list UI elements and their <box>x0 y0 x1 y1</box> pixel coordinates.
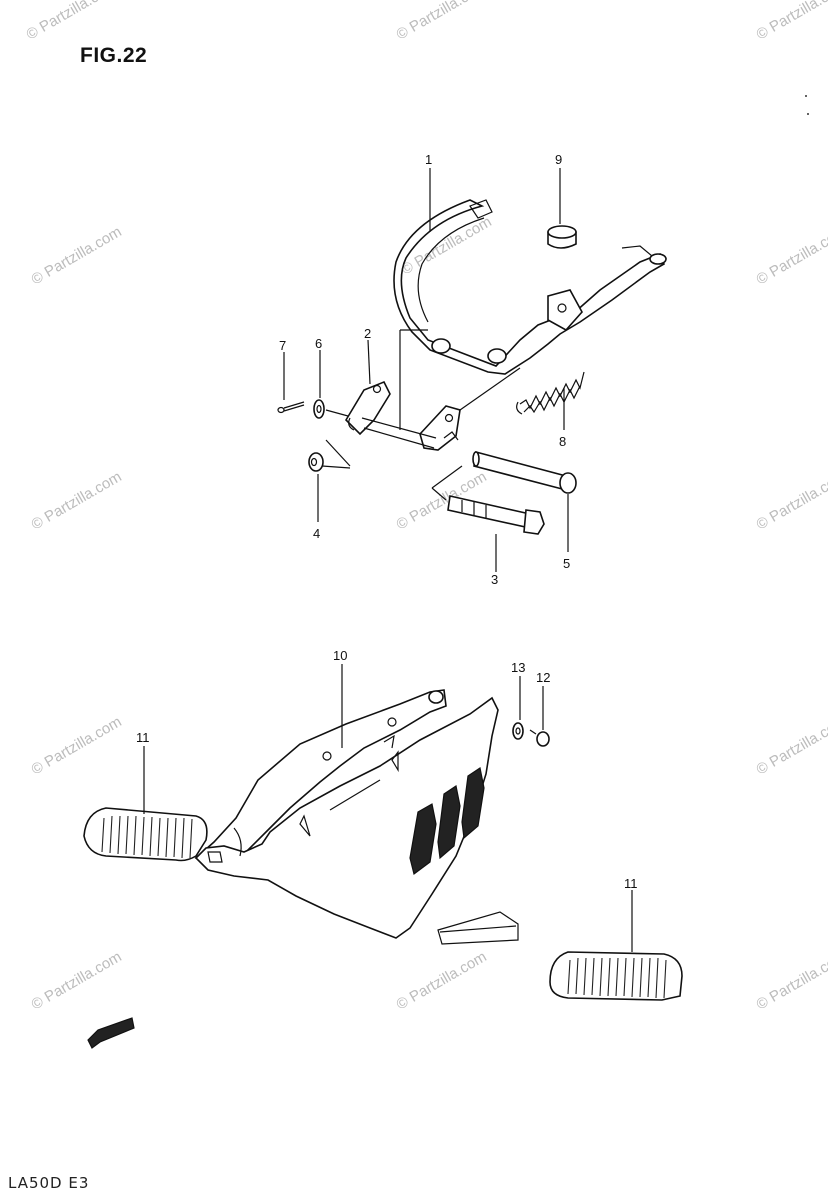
callout-7: 7 <box>279 338 286 353</box>
watermark: © Partzilla.com <box>394 948 490 1013</box>
callout-numbers: 1 9 2 6 7 8 4 5 3 10 13 12 11 11 <box>136 152 638 891</box>
part-shaft-pin <box>472 450 577 494</box>
part-center-stand <box>393 199 667 375</box>
watermark: © Partzilla.com <box>29 223 125 288</box>
watermark: © Partzilla.com <box>754 0 828 43</box>
part-rubber-stopper <box>547 225 577 249</box>
callout-8: 8 <box>559 434 566 449</box>
part-nut <box>308 452 324 472</box>
watermark: © Partzilla.com <box>24 0 120 43</box>
part-bolt <box>447 495 545 535</box>
callout-12: 12 <box>536 670 550 685</box>
part-spring <box>516 371 585 415</box>
callout-4: 4 <box>313 526 320 541</box>
watermark: © Partzilla.com <box>29 948 125 1013</box>
part-washer-6 <box>313 399 325 419</box>
callout-9: 9 <box>555 152 562 167</box>
callout-5: 5 <box>563 556 570 571</box>
watermark: © Partzilla.com <box>754 468 828 533</box>
callout-1: 1 <box>425 152 432 167</box>
callout-10: 10 <box>333 648 347 663</box>
part-footrest-bracket <box>194 689 519 945</box>
watermark: © Partzilla.com <box>29 468 125 533</box>
watermark: © Partzilla.com <box>754 223 828 288</box>
part-footrest-rubber-left <box>83 807 208 862</box>
watermark: © Partzilla.com <box>394 468 490 533</box>
callout-2: 2 <box>364 326 371 341</box>
part-stand-bracket <box>344 380 461 451</box>
part-screw <box>529 729 550 747</box>
watermark: © Partzilla.com <box>754 948 828 1013</box>
leader-lines <box>143 168 633 952</box>
watermark: © Partzilla.com <box>394 0 490 43</box>
scan-specks <box>805 95 809 115</box>
model-code: LA50D E3 <box>8 1174 90 1192</box>
callout-13: 13 <box>511 660 525 675</box>
callout-11: 11 <box>136 730 150 745</box>
part-cotter-pin <box>277 401 305 414</box>
part-footrest-rubber-right <box>549 951 683 1001</box>
watermark: © Partzilla.com <box>29 713 125 778</box>
callout-11: 11 <box>624 876 638 891</box>
watermark: © Partzilla.com <box>754 713 828 778</box>
part-washer-13 <box>512 722 524 740</box>
forward-arrow-icon <box>87 1017 135 1049</box>
figure-title: FIG.22 <box>80 44 148 67</box>
callout-3: 3 <box>491 572 498 587</box>
assembly-lines <box>321 329 521 501</box>
callout-6: 6 <box>315 336 322 351</box>
